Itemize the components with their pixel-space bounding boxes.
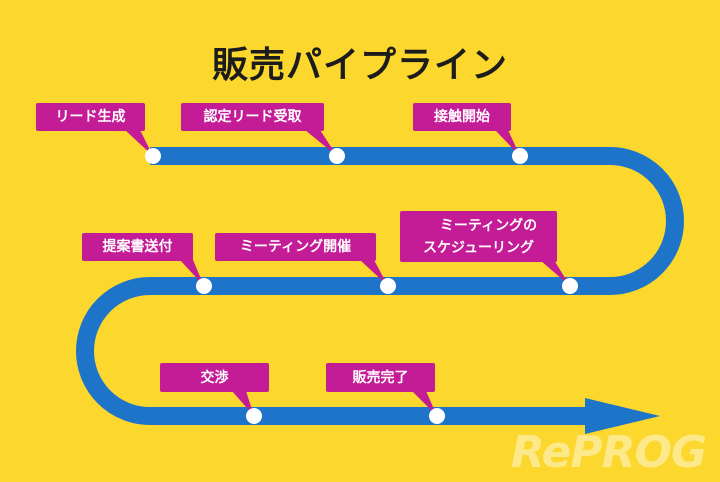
stage-label: 認定リード受取 — [181, 103, 324, 131]
marker — [380, 278, 396, 294]
label-pointers — [125, 130, 570, 416]
stage-label: 交渉 — [160, 363, 269, 392]
page-title: 販売パイプライン — [211, 45, 508, 86]
stage-label: 提案書送付 — [82, 233, 193, 261]
marker — [512, 148, 528, 164]
watermark-logo: RePROG — [510, 427, 707, 478]
stage-label: ミーティングの スケジューリング — [400, 211, 557, 262]
stage-label: リード生成 — [36, 103, 145, 131]
marker — [562, 278, 578, 294]
arrow-head — [585, 398, 660, 434]
marker — [196, 278, 212, 294]
marker — [429, 408, 445, 424]
marker — [246, 408, 262, 424]
stage-markers — [145, 148, 578, 424]
marker — [145, 148, 161, 164]
stage-label-line: ミーティングの — [439, 217, 538, 234]
marker — [329, 148, 345, 164]
stage-label-line: スケジューリング — [422, 239, 535, 256]
stage-label: ミーティング開催 — [215, 233, 376, 261]
stage-label: 販売完了 — [326, 363, 435, 392]
stage-label: 接触開始 — [413, 103, 511, 131]
